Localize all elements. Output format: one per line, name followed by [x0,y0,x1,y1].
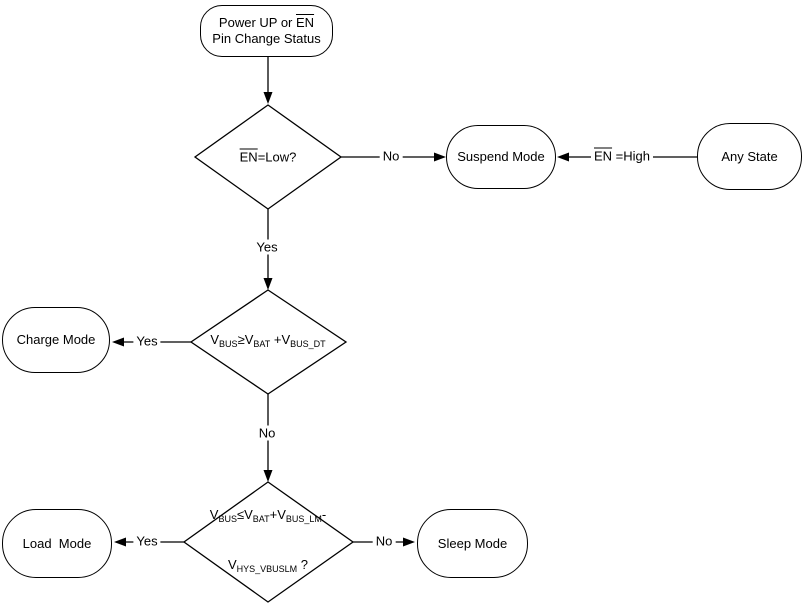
arrowhead-left-into-load [114,537,126,547]
arrowhead-left-into-charge [112,337,124,347]
arrowhead-right-into-suspend [434,152,446,162]
decision-vbus-load-shape [182,481,355,603]
node-load-mode: Load Mode [2,509,112,578]
charge-mode-label: Charge Mode [16,332,96,347]
en-overline-text: EN [296,15,315,30]
any-state-label: Any State [721,148,778,164]
arrowhead-down-into-load-check [263,470,273,482]
decision-vbus-charge-shape [189,289,348,395]
edge-label-en-high: EN =High [590,148,654,164]
decision-en-low-label: EN=Low? [239,149,297,165]
edge-label-yes-to-charge-check: Yes [253,239,281,255]
suspend-mode-label: Suspend Mode [457,149,545,164]
node-any-state: Any State [697,123,802,190]
decision-en-low-shape [193,104,343,210]
edge-label-no-to-load-check: No [255,425,279,441]
en-overline-text: EN [593,148,613,164]
node-sleep-mode: Sleep Mode [417,509,528,578]
sleep-mode-label: Sleep Mode [437,535,508,551]
arrowhead-down-into-en-decision [263,92,273,104]
decision-vbus-load-label: VBUS≤VBAT+VBUS_LM- VHYS_VBUSLM ? [210,477,326,606]
node-suspend-mode: Suspend Mode [446,125,556,189]
edge-label-yes-to-load: Yes [133,533,161,549]
edge-label-no-to-suspend: No [379,148,403,164]
edge-label-no-to-sleep: No [372,533,396,549]
en-overline-text: EN [239,149,258,165]
decision-vbus-load-line1: VBUS≤VBAT+VBUS_LM- [209,507,327,524]
arrowhead-right-into-sleep [403,537,415,547]
arrowhead-left-into-suspend [557,152,569,162]
arrowhead-down-into-charge-check [263,278,273,290]
load-mode-label: Load Mode [22,535,92,551]
node-charge-mode: Charge Mode [2,307,110,373]
decision-vbus-load-line2: VHYS_VBUSLM ? [227,557,309,574]
decision-vbus-charge-label: VBUS≥VBAT +VBUS_DT [210,332,326,349]
edge-label-yes-to-charge: Yes [133,333,161,349]
